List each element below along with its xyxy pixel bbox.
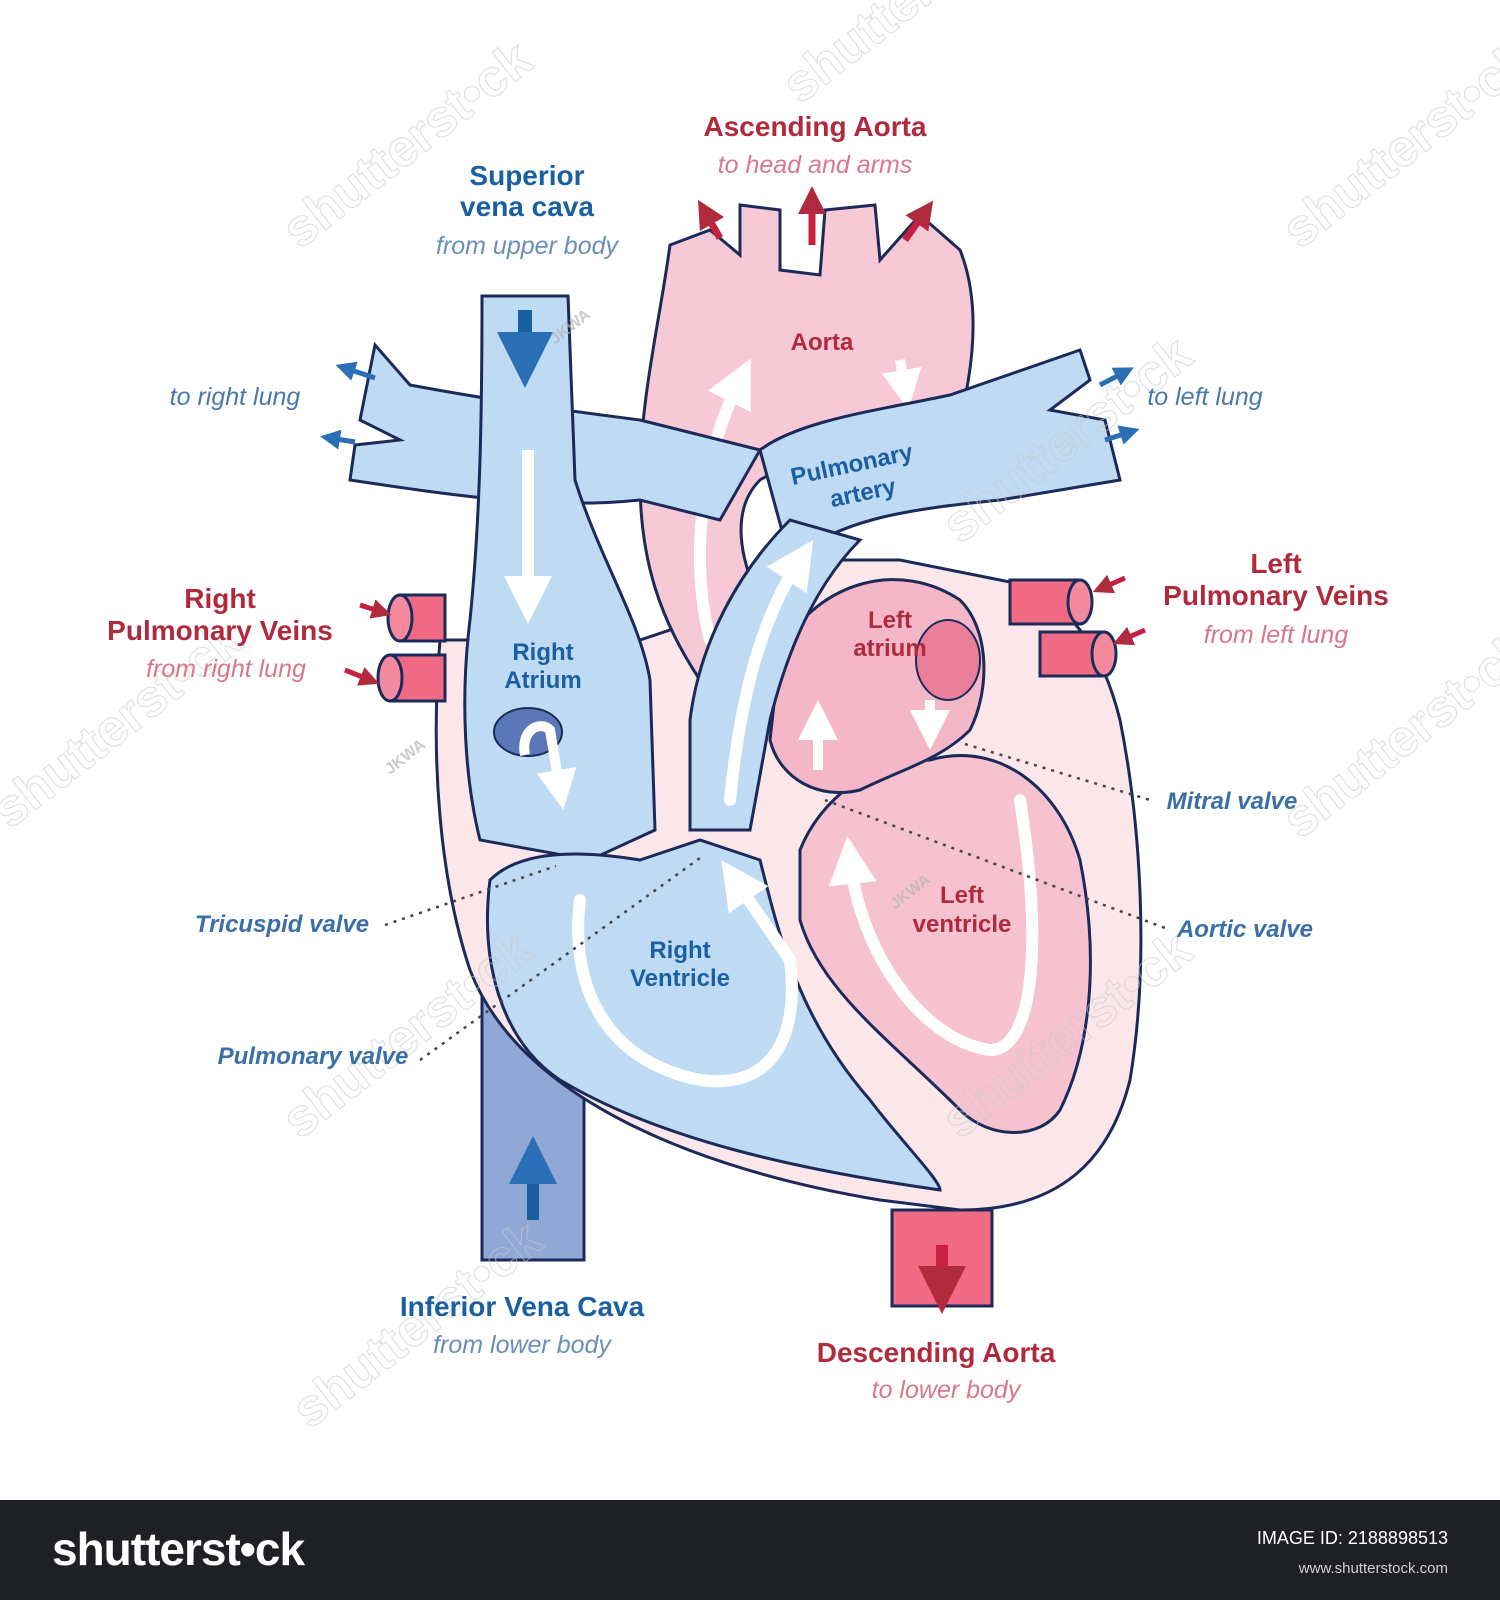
descending-aorta-tube — [890, 1208, 994, 1314]
descending-aorta-sub: to lower body — [872, 1376, 1022, 1404]
ivc-title: Inferior Vena Cava — [400, 1291, 645, 1322]
pulmonary-trunk-arrow-icon — [724, 540, 814, 806]
right-pv-arrow-2-icon — [344, 667, 380, 686]
aortic-branch-arrow-3-icon — [902, 200, 934, 243]
right-pv-sub: from right lung — [146, 655, 306, 683]
left-pv-line1: Left — [1250, 548, 1301, 579]
ra-curve-arrow-icon — [519, 721, 577, 810]
to-right-lung-arrow-1-icon — [335, 361, 376, 381]
pulmonary-valve-label: Pulmonary valve — [218, 1043, 409, 1070]
left-pulmonary-veins-tubes — [1008, 578, 1118, 678]
image-id-text: IMAGE ID: 2188898513 — [1256, 1528, 1448, 1548]
site-url-text: www.shutterstock.com — [1298, 1560, 1448, 1577]
left-ventricle-line2: ventricle — [913, 911, 1012, 938]
pulmonary-artery-left-branch — [758, 348, 1122, 563]
to-left-lung-arrow-2-icon — [1104, 425, 1140, 445]
svg-text:JKWA: JKWA — [382, 736, 429, 778]
aorta-label: Aorta — [791, 329, 854, 356]
descending-aorta-title: Descending Aorta — [817, 1337, 1056, 1368]
to-left-lung-arrow-1-icon — [1098, 367, 1134, 388]
to-right-lung-arrow-2-icon — [320, 429, 356, 450]
svc-title-line1: Superior — [469, 160, 584, 191]
right-atrium-line2: Atrium — [504, 667, 581, 694]
right-ventricle-line2: Ventricle — [630, 965, 730, 992]
left-pv-sub: from left lung — [1204, 621, 1349, 649]
to-left-lung-label: to left lung — [1147, 383, 1262, 411]
right-pv-line1: Right — [184, 583, 256, 614]
ivc-sub: from lower body — [433, 1331, 612, 1359]
right-ventricle-chamber — [486, 838, 942, 1192]
valve-pointer-lines — [384, 742, 1166, 1062]
svg-text:shutterst•ck: shutterst•ck — [772, 0, 1043, 114]
to-right-lung-label: to right lung — [170, 383, 301, 411]
ascending-aorta-sub: to head and arms — [718, 151, 913, 179]
left-atrium-vein-opening — [915, 619, 981, 701]
svg-text:shutterst•ck: shutterst•ck — [272, 30, 543, 260]
svg-text:shutterst•ck: shutterst•ck — [282, 1210, 553, 1440]
left-atrium-line1: Left — [868, 607, 912, 634]
left-pv-arrow-2-icon — [1112, 626, 1146, 646]
right-ventricle-line1: Right — [649, 937, 710, 964]
left-pv-line2: Pulmonary Veins — [1163, 580, 1389, 611]
tricuspid-valve-label: Tricuspid valve — [195, 911, 369, 938]
lv-flow-arrow-icon — [828, 794, 1039, 1057]
mitral-valve-label: Mitral valve — [1167, 788, 1298, 815]
svg-text:shutterst•ck: shutterst•ck — [1272, 30, 1500, 260]
svg-text:shutterst•ck: shutterst•ck — [1272, 620, 1500, 850]
rv-flow-arrow-icon — [572, 860, 798, 1088]
right-pv-line2: Pulmonary Veins — [107, 615, 333, 646]
left-ventricle-line1: Left — [940, 882, 984, 909]
svc-sub: from upper body — [436, 232, 620, 260]
left-pv-arrow-1-icon — [1092, 574, 1126, 594]
aortic-branch-arrow-1-icon — [698, 199, 725, 240]
heart-diagram: shutterst•ck shutterst•ck shutterst•ck s… — [0, 0, 1500, 1440]
right-pulmonary-veins-tubes — [376, 593, 447, 703]
aorta-down-arrow-icon — [881, 359, 922, 410]
ascending-aorta-title: Ascending Aorta — [704, 111, 927, 142]
stock-footer-bar: shutterst•ck IMAGE ID: 2188898513 www.sh… — [0, 1500, 1500, 1600]
right-atrium-line1: Right — [512, 639, 573, 666]
shutterstock-logo: shutterst•ck — [52, 1523, 305, 1575]
right-pv-arrow-1-icon — [359, 599, 392, 619]
svc-title-line2: vena cava — [460, 191, 594, 222]
left-atrium-line2: atrium — [853, 635, 926, 662]
aortic-valve-label: Aortic valve — [1176, 916, 1313, 943]
